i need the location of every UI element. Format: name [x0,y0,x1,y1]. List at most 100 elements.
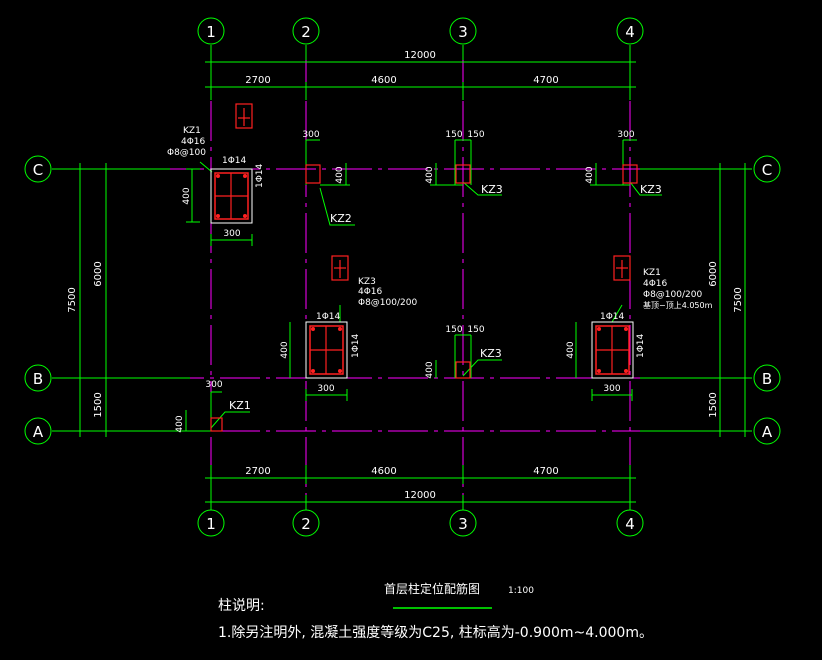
dim-kz3c-l: 150 [445,325,462,335]
axis-label-B-left: B [33,370,43,388]
axis-bubble-A-right [753,417,781,445]
dim-right-1500: 1500 [708,392,719,417]
axis-label-3-top: 3 [458,23,468,41]
axis-bubble-B-right [753,364,781,392]
column-stub-kz1-a1 [210,417,223,432]
dim-kz3a-l: 150 [445,130,462,140]
label-kz1-right-elev: 基顶−顶上4.050m [643,300,713,310]
axis-bubble-C-right [753,155,781,183]
label-kz3-middle-rebar: 4Φ16 [358,287,383,297]
axis-label-A-left: A [33,423,44,441]
dim-left-outer: 7500 [67,287,78,312]
axis-bubbles [24,17,781,537]
label-kz2: KZ2 [330,212,352,225]
axis-bubble-3-top [449,17,477,45]
column-stub-kz3-c3 [455,164,471,184]
dim-kz3a-h: 400 [425,166,435,183]
dim-total-bottom: 12000 [404,490,436,501]
axis-bubble-2-top [292,17,320,45]
axis-bubble-A-left [24,417,52,445]
column-section-kz1-right [591,321,634,379]
dim-c2-h: 400 [280,341,290,358]
label-kz1-top-side-rebar-v: 1Φ14 [255,163,265,188]
section-markers [235,103,631,281]
axis-bubble-C-left [24,155,52,183]
label-kz3-middle: KZ3 [358,277,376,287]
label-kz1-right-rebar: 4Φ16 [643,279,668,289]
section-marker-1 [235,103,253,129]
axis-label-3-bottom: 3 [458,515,468,533]
axis-bubble-1-top [197,17,225,45]
column-labels: KZ1 4Φ16 Φ8@100 1Φ14 1Φ14 KZ2 KZ3 KZ3 KZ… [167,126,713,412]
axis-bubble-4-top [616,17,644,45]
dim-c2-w: 300 [317,384,334,394]
column-stub-kz3-b3 [455,361,471,379]
column-section-kz3-middle [305,321,348,379]
axis-label-C-right: C [762,161,772,179]
label-kz3-c3: KZ3 [481,183,503,196]
column-stub-kz3-c4 [622,164,638,184]
label-kz3-middle-stirrup: Φ8@100/200 [358,298,417,308]
axis-label-2-bottom: 2 [301,515,311,533]
drawing-title-text: 首层柱定位配筋图 [384,581,480,596]
dim-c3-w: 300 [603,384,620,394]
column-stub-kz2 [305,164,321,184]
dim-kz3c-r: 150 [467,325,484,335]
label-kz1-top-rebar: 4Φ16 [181,137,206,147]
dim-total-top: 12000 [404,50,436,61]
dim-kz2-w: 300 [302,130,319,140]
dim-right-6000: 6000 [708,261,719,286]
dim-span-2-bottom: 4600 [371,466,396,477]
notes-heading: 柱说明: [218,598,265,614]
label-kz3-c4: KZ3 [640,183,662,196]
dim-span-1-bottom: 2700 [245,466,270,477]
dimension-texts: 12000 2700 4600 4700 2700 4600 4700 1200… [67,50,744,501]
notes-line-1: 1.除另注明外, 混凝土强度等级为C25, 柱标高为-0.900m~4.000m… [218,625,653,641]
section-marker-2 [331,255,349,281]
axis-label-2-top: 2 [301,23,311,41]
axis-bubble-1-bottom [197,509,225,537]
dim-left-6000: 6000 [93,261,104,286]
axis-label-4-top: 4 [625,23,635,41]
axis-label-A-right: A [762,423,773,441]
label-kz3-b3: KZ3 [480,347,502,360]
dim-kz1a-h: 400 [175,415,185,432]
dim-kz3b-w: 300 [617,130,634,140]
dim-kz3a-r: 150 [467,130,484,140]
label-kz1-top: KZ1 [183,126,201,136]
axis-label-B-right: B [762,370,772,388]
dim-left-1500: 1500 [93,392,104,417]
axis-bubble-2-bottom [292,509,320,537]
dim-right-outer: 7500 [733,287,744,312]
dim-kz3c-h: 400 [425,361,435,378]
column-dimension-texts: 400 300 400 300 400 300 300 400 150 150 … [175,130,635,433]
dim-c3-h: 400 [566,341,576,358]
label-kz1-top-stirrup: Φ8@100 [167,148,206,158]
axis-label-1-top: 1 [206,23,216,41]
dim-kz1a-w: 300 [205,380,222,390]
dim-c1-w: 300 [223,229,240,239]
axis-bubble-B-left [24,364,52,392]
drawing-scale: 1:100 [508,586,534,596]
drawing-title: 首层柱定位配筋图 1:100 [384,581,534,609]
dim-span-2-top: 4600 [371,75,396,86]
label-kz1-right-side: 1Φ14 [600,312,625,322]
axis-bubble-4-bottom [616,509,644,537]
axis-bubble-labels: 1 2 3 4 1 2 3 4 C B A C B A [33,23,773,533]
dim-span-1-top: 2700 [245,75,270,86]
dim-kz2-h: 400 [335,166,345,183]
axis-bubble-3-bottom [449,509,477,537]
dim-span-3-bottom: 4700 [533,466,558,477]
section-marker-3 [613,255,631,281]
dim-c1-h: 400 [182,187,192,204]
label-kz1-top-side-rebar: 1Φ14 [222,156,247,166]
label-kz1-a1: KZ1 [229,399,251,412]
axis-label-C-left: C [33,161,43,179]
dim-span-3-top: 4700 [533,75,558,86]
column-section-kz1-top [210,168,253,224]
axis-label-4-bottom: 4 [625,515,635,533]
label-kz1-right-side-v: 1Φ14 [636,333,646,358]
axis-label-1-bottom: 1 [206,515,216,533]
label-kz1-right: KZ1 [643,268,661,278]
